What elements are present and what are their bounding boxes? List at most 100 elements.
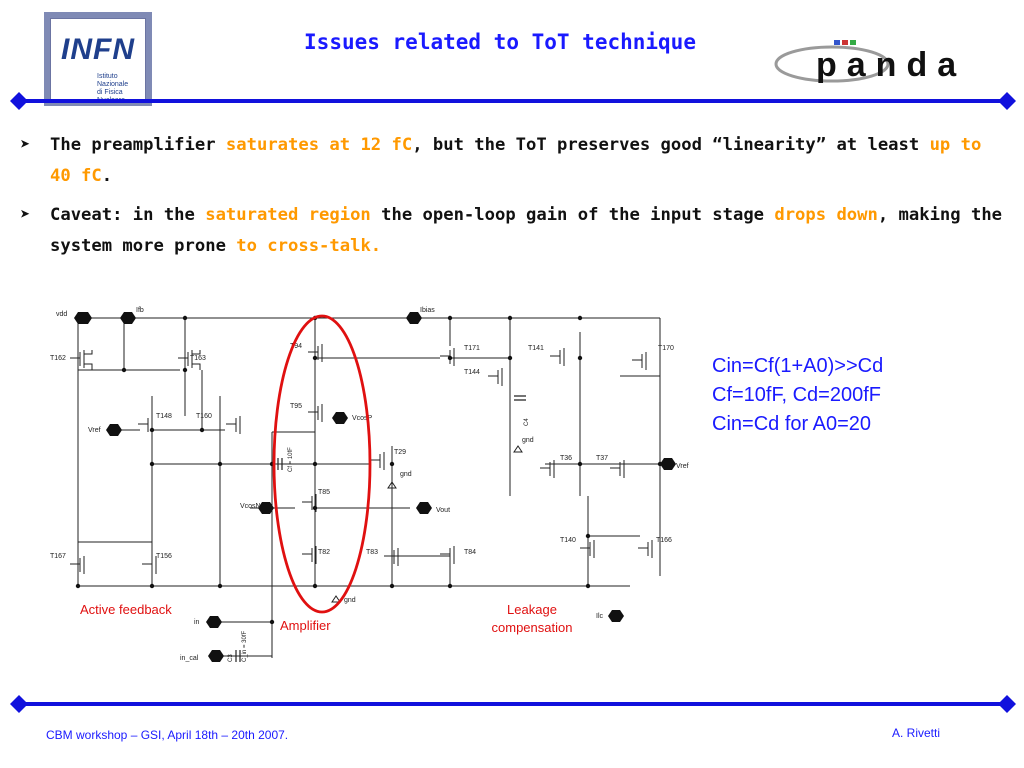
label-t171: T171 [464, 345, 480, 352]
ground-icon [513, 445, 523, 453]
transistor-symbol [440, 546, 455, 564]
label-t166: T166 [656, 537, 672, 544]
transistor-symbol [540, 460, 555, 478]
top-divider-line [18, 99, 1008, 103]
transistor-symbol [632, 352, 647, 370]
transistor-symbol [580, 540, 595, 558]
amplifier-highlight-ellipse [272, 314, 372, 614]
label-vref-right: Vref [676, 463, 689, 470]
pin-in [206, 616, 222, 628]
pin-in-cal [208, 650, 224, 662]
bullet-2-highlight-b: drops down [774, 205, 878, 225]
label-leakage-line2: compensation [492, 620, 573, 635]
circuit-schematic: vdd Ifb Ibias Vref VcosP VcosN Vout Vref… [50, 307, 689, 662]
transistor-symbol [70, 350, 93, 370]
capacitor-symbol [235, 650, 241, 662]
ground-icon [331, 595, 341, 603]
pin-vref-right [660, 458, 676, 470]
label-vcosp: VcosP [352, 415, 373, 422]
pin-ifb [120, 312, 136, 324]
label-t84: T84 [464, 549, 476, 556]
label-vout: Vout [436, 507, 450, 514]
label-active-feedback: Active feedback [80, 602, 172, 617]
label-vcosn: VcosN [240, 503, 261, 510]
capacitance-notes: Cin=Cf(1+A0)>>Cd Cf=10fF, Cd=200fF Cin=C… [712, 352, 883, 439]
transistor-symbol [550, 348, 565, 366]
label-leakage-line1: Leakage [507, 602, 557, 617]
panda-logo-dot-blue [834, 40, 840, 45]
infn-logo-sub-line1: Istituto Nazionale [97, 73, 129, 88]
panda-logo-dot-green [850, 40, 856, 45]
label-ifb: Ifb [136, 307, 144, 314]
note-line-3: Cin=Cd for A0=20 [712, 413, 871, 435]
bullet-1-highlight-b: up to 40 fC [50, 135, 982, 186]
label-amplifier: Amplifier [280, 618, 331, 633]
note-line-2: Cf=10fF, Cd=200fF [712, 384, 881, 406]
label-t37: T37 [596, 455, 608, 462]
label-t144: T144 [464, 369, 480, 376]
transistor-symbol [308, 404, 323, 422]
bottom-divider-diamond-left [10, 695, 28, 713]
pin-vcosn [258, 502, 274, 514]
panda-logo: panda [774, 40, 966, 84]
label-ibias: Ibias [420, 307, 435, 314]
label-t29: T29 [394, 449, 406, 456]
circuit-pins [74, 312, 676, 662]
bottom-divider-diamond-right [998, 695, 1016, 713]
bullet-item-2: ➤ Caveat: in the saturated region the op… [20, 200, 1004, 262]
label-in-cal: in_cal [180, 655, 199, 662]
bullet-2-text-c: , making the system more prone [50, 205, 1003, 256]
bullet-1-text-b: , but the ToT preserves good “linearity”… [412, 135, 930, 155]
capacitor-symbol [514, 395, 526, 401]
slide-title: Issues related to ToT technique [304, 30, 696, 54]
ground-icon [387, 481, 397, 489]
circuit-capacitors [235, 395, 526, 662]
label-t162: T162 [50, 355, 66, 362]
note-line-1: Cin=Cf(1+A0)>>Cd [712, 355, 884, 377]
pin-vcosp [332, 412, 348, 424]
transistor-symbol [384, 548, 399, 566]
label-t160: T160 [196, 413, 212, 420]
bullet-1-text-c: . [101, 166, 113, 186]
label-ilc: Ilc [596, 613, 604, 620]
pin-vout [416, 502, 432, 514]
panda-logo-mark: panda [816, 46, 966, 84]
label-gnd-1: gnd [400, 471, 412, 478]
panda-logo-swoosh [774, 45, 890, 83]
label-t163: T163 [190, 355, 206, 362]
bullet-list: ➤ The preamplifier saturates at 12 fC, b… [20, 130, 1004, 270]
label-t36: T36 [560, 455, 572, 462]
bullet-arrow-icon: ➤ [20, 205, 31, 225]
capacitor-symbol [277, 458, 283, 470]
transistor-symbol [610, 460, 625, 478]
bottom-divider-line [18, 702, 1008, 706]
transistor-symbol [638, 540, 653, 558]
top-divider-diamond-right [998, 92, 1016, 110]
label-t170: T170 [658, 345, 674, 352]
bullet-arrow-icon: ➤ [20, 135, 31, 155]
bullet-2-text-b: the open-loop gain of the input stage [370, 205, 775, 225]
infn-logo: INFN Istituto Nazionale di Fisica Nuclea… [44, 12, 152, 106]
pin-ibias [406, 312, 422, 324]
label-cin: C_in = 30fF [242, 630, 248, 662]
label-c3: C3 [228, 654, 234, 662]
label-gnd-2: gnd [522, 437, 534, 444]
label-in: in [194, 619, 200, 626]
label-t95: T95 [290, 403, 302, 410]
bottom-divider-bar [10, 695, 1016, 713]
label-gnd-3: gnd [344, 597, 356, 604]
label-c4: C4 [524, 418, 530, 426]
label-t140: T140 [560, 537, 576, 544]
pin-vref-left [106, 424, 122, 436]
infn-logo-mark: INFN [61, 33, 135, 66]
bullet-2-text-a: Caveat: in the [50, 205, 206, 225]
label-t83: T83 [366, 549, 378, 556]
panda-logo-dot-red [842, 40, 848, 45]
label-cf: Cf = 10fF [288, 447, 294, 472]
transistor-symbol [70, 556, 85, 574]
label-vdd: vdd [56, 311, 67, 318]
transistor-symbol [302, 546, 317, 564]
bullet-2-highlight-a: saturated region [205, 205, 371, 225]
transistor-symbol [488, 368, 503, 386]
circuit-transistors [70, 344, 653, 574]
